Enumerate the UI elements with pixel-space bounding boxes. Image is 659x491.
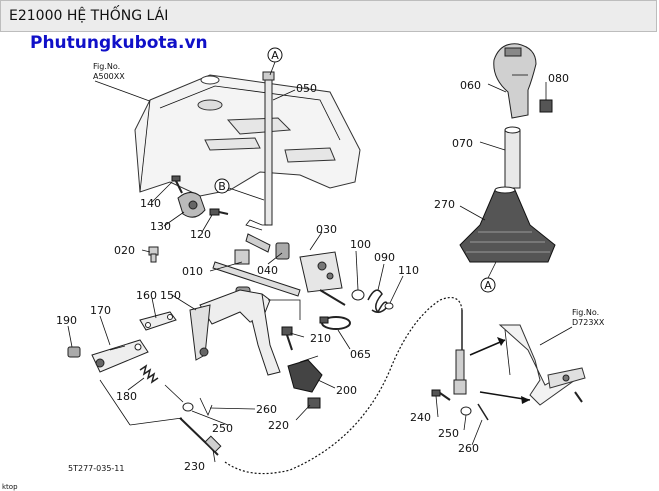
- part-label-250-right: 250: [438, 427, 459, 440]
- part-260-pin-right: [477, 403, 489, 421]
- part-220-nut: [307, 397, 321, 409]
- drawing-code: 5T277-035-11: [68, 464, 124, 473]
- part-065-band: [319, 316, 351, 330]
- part-label-065: 065: [350, 348, 371, 361]
- part-label-260-left: 260: [256, 403, 277, 416]
- callout-b: [214, 178, 230, 194]
- gear-lever-bracket: [498, 324, 586, 406]
- part-100-washer: [351, 289, 365, 301]
- part-080-bolt: [539, 99, 553, 113]
- part-label-140: 140: [140, 197, 161, 210]
- part-240-bolt: [431, 389, 451, 401]
- part-250-washer-right: [460, 406, 472, 416]
- part-070-sleeve: [504, 126, 521, 189]
- leader-lines: [67, 82, 547, 463]
- part-180-spring: [139, 364, 159, 384]
- dashboard-panel: [134, 74, 361, 197]
- part-label-210: 210: [310, 332, 331, 345]
- callout-a-top-label: A: [271, 49, 279, 62]
- part-260-pin-left: [199, 397, 213, 417]
- part-230-cable: [179, 297, 467, 475]
- pedal-shaft-assembly: [212, 233, 346, 306]
- part-050-shaft: [245, 71, 275, 231]
- part-label-170: 170: [90, 304, 111, 317]
- part-label-160: 160: [136, 289, 157, 302]
- part-label-270: 270: [434, 198, 455, 211]
- title-bar: E21000 HỆ THỐNG LÁI: [0, 0, 657, 32]
- part-label-200: 200: [336, 384, 357, 397]
- part-label-010: 010: [182, 265, 203, 278]
- part-130-bracket: [177, 192, 206, 218]
- fig-ref-leader-2: [539, 326, 573, 346]
- part-200-bracket: [287, 355, 323, 393]
- callout-a-bottom-label: A: [484, 279, 492, 292]
- pedal-lever-assembly: [189, 289, 301, 376]
- part-270-boot: [459, 186, 556, 263]
- part-210-bolt: [281, 326, 293, 351]
- part-110-clip: [384, 302, 394, 310]
- part-060-knob: [493, 43, 537, 119]
- part-020-nipple: [148, 246, 159, 263]
- page-title: E21000 HỆ THỐNG LÁI: [9, 8, 169, 24]
- arrow-head-1: [497, 337, 505, 346]
- brand-watermark: Phutungkubota.vn: [30, 33, 208, 53]
- part-label-050: 050: [296, 82, 317, 95]
- fig-ref-label-2: Fig.No.: [572, 308, 599, 317]
- part-label-220: 220: [268, 419, 289, 432]
- part-label-110: 110: [398, 264, 419, 277]
- part-label-070: 070: [452, 137, 473, 150]
- part-label-090: 090: [374, 251, 395, 264]
- part-label-180: 180: [116, 390, 137, 403]
- part-label-020: 020: [114, 244, 135, 257]
- fig-ref-leader-1: [94, 80, 156, 104]
- fig-ref-code-2: D723XX: [572, 318, 605, 327]
- part-label-150: 150: [160, 289, 181, 302]
- part-160-link: [139, 311, 177, 331]
- part-label-190: 190: [56, 314, 77, 327]
- part-label-040: 040: [257, 264, 278, 277]
- callout-b-label: B: [218, 180, 226, 193]
- corner-mark: ktop: [2, 483, 18, 491]
- part-120-bolt: [209, 208, 229, 216]
- part-label-030: 030: [316, 223, 337, 236]
- part-140-bolt: [171, 175, 183, 194]
- part-170-plate: [91, 339, 149, 373]
- part-190-plug: [67, 346, 81, 358]
- part-label-060: 060: [460, 79, 481, 92]
- fig-ref-code-1: A500XX: [93, 72, 125, 81]
- part-label-100: 100: [350, 238, 371, 251]
- part-label-260-right: 260: [458, 442, 479, 455]
- part-label-130: 130: [150, 220, 171, 233]
- fig-ref-label-1: Fig.No.: [93, 62, 120, 71]
- part-label-080: 080: [548, 72, 569, 85]
- arrow-line-1: [469, 339, 506, 356]
- part-label-120: 120: [190, 228, 211, 241]
- part-250-washer-left: [182, 402, 194, 412]
- arrow-head-2: [521, 396, 530, 404]
- part-label-250-left: 250: [212, 422, 233, 435]
- part-090-spring: [367, 289, 389, 314]
- part-label-240: 240: [410, 411, 431, 424]
- part-label-230: 230: [184, 460, 205, 473]
